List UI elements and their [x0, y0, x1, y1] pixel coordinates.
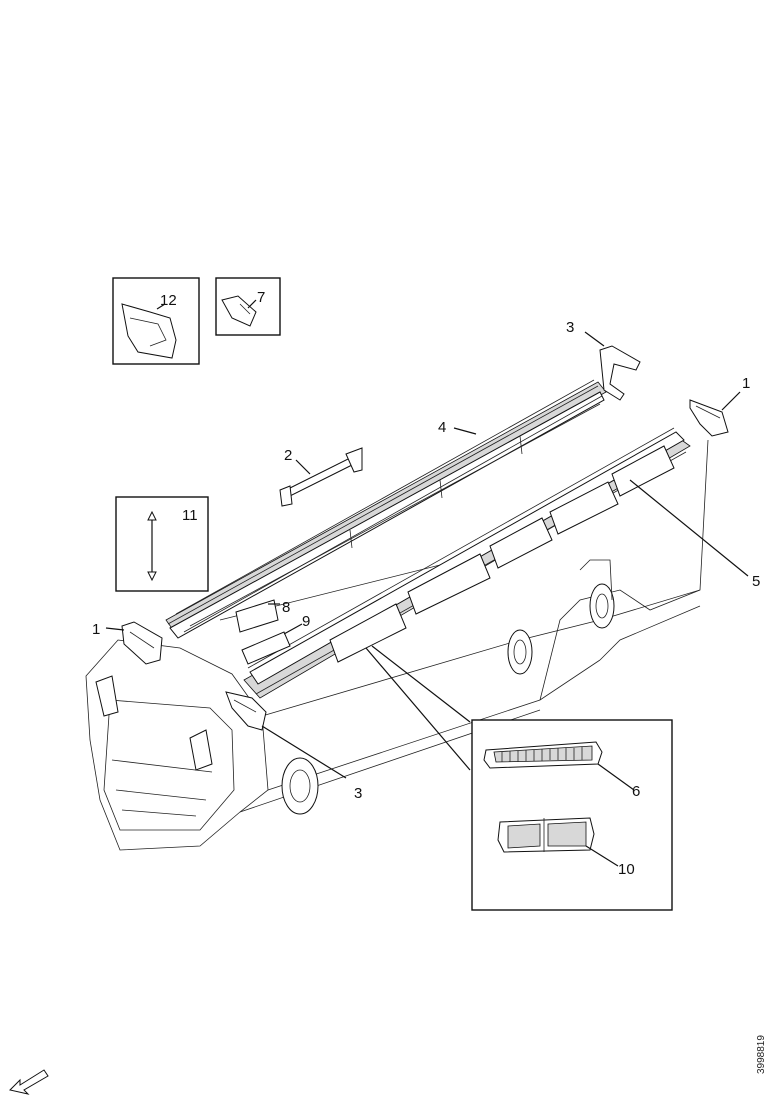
callout-8: 7: [257, 289, 265, 306]
callout-12: 12: [160, 292, 177, 309]
callout-6: 6: [632, 783, 640, 800]
callout-9: 8: [282, 599, 290, 616]
leader-5: [629, 479, 749, 577]
reference-code: 3998819: [754, 1016, 768, 1076]
callout-7: 10: [618, 861, 635, 878]
detail-leader-a: [365, 647, 471, 771]
end-piece-part-3-bottom: 3: [225, 691, 362, 802]
callout-4: 4: [438, 419, 446, 436]
leader-4: [453, 427, 477, 435]
lamp-lens-part-9: 8: [235, 599, 290, 633]
detail-leader-b: [371, 645, 471, 723]
callout-3-top: 3: [566, 319, 574, 336]
callout-2: 2: [284, 447, 292, 464]
callout-5: 5: [752, 573, 760, 590]
reference-code-text: 3998819: [756, 1035, 767, 1074]
front-direction-arrow-icon: [9, 1069, 49, 1095]
callout-11: 11: [182, 507, 198, 524]
end-piece-part-3-top: 3: [566, 319, 641, 401]
callout-10: 9: [302, 613, 310, 630]
callout-1-right: 1: [742, 375, 750, 392]
end-cap-part-1-right: 1: [689, 375, 750, 437]
bracket-part-2: 2: [279, 447, 363, 507]
end-cap-part-1-left: 1: [92, 621, 163, 665]
callout-3-bottom: 3: [354, 785, 362, 802]
detail-inset-parts-6-7: 6 10: [471, 719, 673, 911]
inset-part-12: 12: [112, 277, 200, 365]
callout-1-left: 1: [92, 621, 100, 638]
lamp-lens-part-10: 9: [241, 613, 310, 665]
roof-rail-part-4: [165, 379, 607, 639]
detail-grille-lines: [501, 747, 583, 762]
inset-part-11: 11: [115, 496, 209, 592]
inset-part-8: 7: [215, 277, 281, 336]
roof-rail-part-5: [243, 427, 691, 699]
